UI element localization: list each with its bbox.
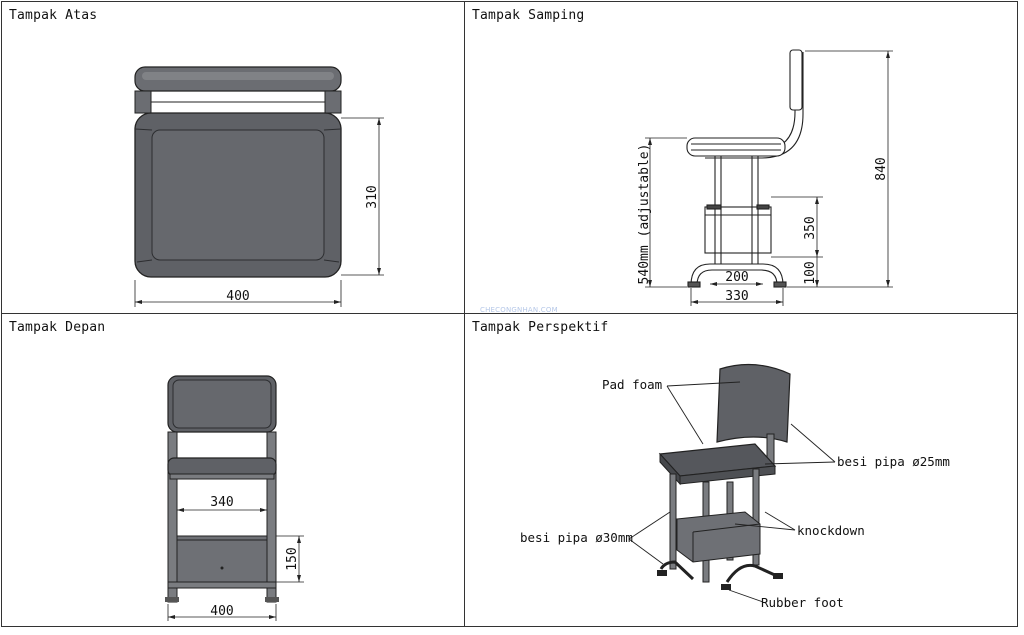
panel-title-top: Tampak Atas bbox=[9, 8, 98, 23]
dim-side-total: 840 bbox=[874, 157, 889, 180]
panel-title-front: Tampak Depan bbox=[9, 320, 106, 335]
dim-front-outer: 400 bbox=[210, 604, 233, 619]
dim-front-box: 150 bbox=[285, 547, 300, 570]
dim-side-foot: 100 bbox=[803, 261, 818, 284]
panel-top-view: Tampak Atas 400 bbox=[1, 1, 465, 314]
panel-title-side: Tampak Samping bbox=[472, 8, 585, 23]
callout-pipe-25: besi pipa ø25mm bbox=[837, 454, 950, 469]
dim-side-box: 350 bbox=[803, 216, 818, 239]
top-view-drawing: 400 310 bbox=[134, 66, 384, 307]
dim-side-seat: 540mm (adjustable) bbox=[637, 144, 652, 285]
dim-side-inner: 200 bbox=[725, 270, 748, 285]
dim-top-width: 400 bbox=[226, 289, 249, 304]
panel-perspective-view: Tampak Perspektif bbox=[464, 313, 1018, 627]
dim-front-inner: 340 bbox=[210, 495, 233, 510]
callout-rubber-foot: Rubber foot bbox=[761, 595, 844, 610]
panel-side-view: Tampak Samping bbox=[464, 1, 1018, 314]
front-view-drawing: 340 150 400 bbox=[165, 375, 304, 621]
panel-front-view: Tampak Depan 340 bbox=[1, 313, 465, 627]
callout-knockdown: knockdown bbox=[797, 523, 865, 538]
panel-title-perspective: Tampak Perspektif bbox=[472, 320, 609, 335]
callout-pipe-30: besi pipa ø30mm bbox=[520, 530, 633, 545]
perspective-drawing: Pad foam besi pipa ø25mm besi pipa ø30mm… bbox=[520, 363, 950, 610]
dim-side-outer: 330 bbox=[725, 289, 748, 304]
watermark: CHECONGNHAN.COM bbox=[480, 306, 558, 314]
callout-pad-foam: Pad foam bbox=[602, 377, 662, 392]
side-view-drawing: 840 540mm (adjustable) 350 100 200 bbox=[637, 49, 893, 306]
dim-top-depth: 310 bbox=[365, 185, 380, 208]
